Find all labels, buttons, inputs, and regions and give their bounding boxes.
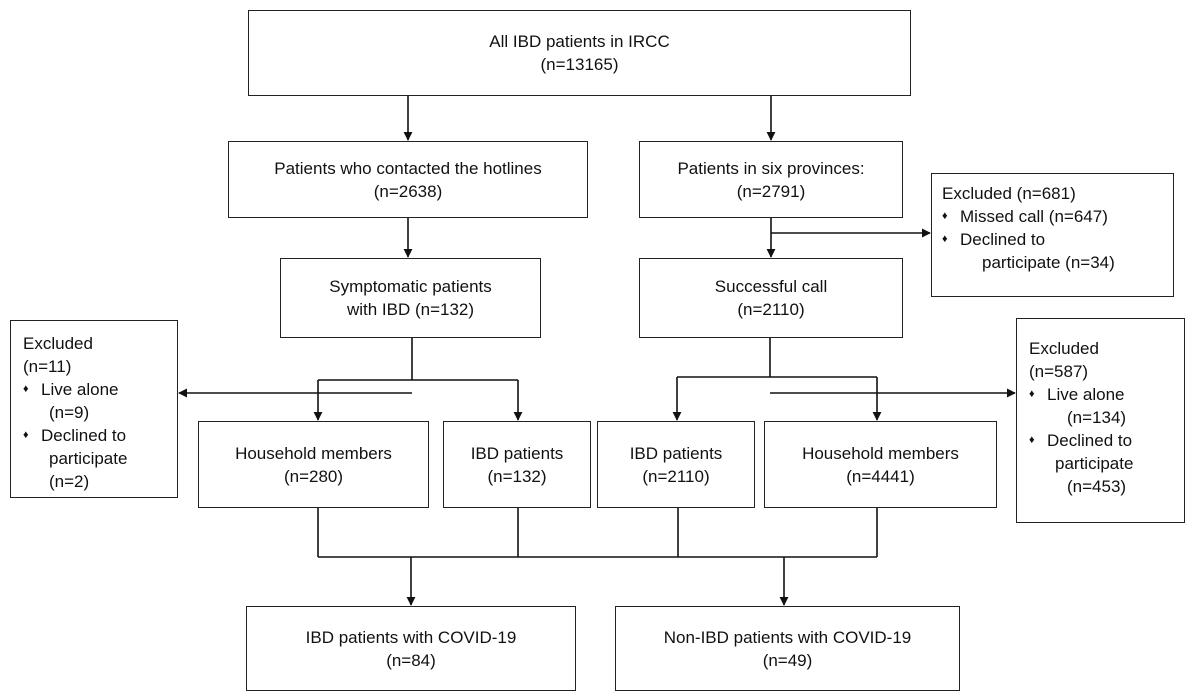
count: (n=2110) [737,300,805,319]
count: (n=4441) [846,466,915,486]
box-successful-call: Successful call (n=2110) [639,258,903,338]
excluded-declined-count: (n=453) [1067,477,1127,496]
label: Patients in six provinces: [677,158,865,178]
label: Household members [235,443,392,463]
label: IBD patients [470,443,564,463]
count: (n=2110) [642,466,710,486]
excluded-declined: Declined to [41,426,127,445]
excluded-declined-label: participate [1055,454,1134,473]
box-excluded-681: Excluded (n=681) ♦ Missed call (n=647) ♦… [931,173,1174,297]
bullet-icon: ♦ [942,233,948,245]
excluded-item: ♦ Declined to [1029,429,1172,452]
count: (n=132) [487,466,547,486]
label: with IBD (n=132) [346,300,475,319]
bullet-icon: ♦ [23,383,29,395]
excluded-title: Excluded [23,334,93,353]
count: (n=2638) [373,181,443,201]
box-ibd-patients-right: IBD patients (n=2110) [597,421,755,508]
box-hotline-patients: Patients who contacted the hotlines (n=2… [228,141,588,218]
excluded-declined-count: (n=2) [49,472,90,491]
excluded-declined-label: participate [49,449,128,468]
label: Successful call [714,277,828,296]
excluded-missed-call: Missed call (n=647) [960,207,1108,226]
bullet-icon: ♦ [23,429,29,441]
label: IBD patients with COVID-19 [305,627,517,647]
box-symptomatic-patients: Symptomatic patients with IBD (n=132) [280,258,541,338]
excluded-title: Excluded [1029,339,1099,358]
count: (n=13165) [540,55,619,74]
excluded-item: ♦ Declined to [942,228,1163,251]
bullet-icon: ♦ [942,210,948,222]
label: IBD patients [629,443,723,463]
excluded-declined: Declined to [960,230,1046,249]
excluded-declined-count: participate (n=34) [982,253,1115,272]
box-all-ibd-patients: All IBD patients in IRCC (n=13165) [248,10,911,96]
excluded-item: ♦ Live alone [23,378,165,401]
box-six-provinces: Patients in six provinces: (n=2791) [639,141,903,218]
excluded-count: (n=11) [23,357,72,376]
box-non-ibd-with-covid: Non-IBD patients with COVID-19 (n=49) [615,606,960,691]
box-ibd-patients-left: IBD patients (n=132) [443,421,591,508]
box-household-members-left: Household members (n=280) [198,421,429,508]
excluded-item: ♦ Declined to [23,424,165,447]
box-ibd-with-covid: IBD patients with COVID-19 (n=84) [246,606,576,691]
box-excluded-11: Excluded (n=11) ♦ Live alone (n=9) ♦ Dec… [10,320,178,498]
box-excluded-587: Excluded (n=587) ♦ Live alone (n=134) ♦ … [1016,318,1185,523]
excluded-live-alone-count: (n=9) [49,403,90,422]
label: Non-IBD patients with COVID-19 [663,627,912,647]
count: (n=2791) [736,181,806,201]
excluded-count: (n=587) [1029,362,1089,381]
excluded-declined: Declined to [1047,431,1133,450]
bullet-icon: ♦ [1029,388,1035,400]
excluded-title: Excluded (n=681) [942,184,1076,203]
excluded-item: ♦ Live alone [1029,383,1172,406]
label: Household members [802,443,959,463]
bullet-icon: ♦ [1029,434,1035,446]
label: All IBD patients in IRCC [489,32,670,51]
excluded-live-alone: Live alone [1047,385,1125,404]
excluded-item: ♦ Missed call (n=647) [942,205,1163,228]
label: Patients who contacted the hotlines [274,158,542,178]
excluded-live-alone: Live alone [41,380,119,399]
label: Symptomatic patients [329,277,492,296]
count: (n=49) [762,650,813,670]
excluded-live-alone-count: (n=134) [1067,408,1127,427]
count: (n=84) [386,650,436,670]
count: (n=280) [283,466,344,486]
box-household-members-right: Household members (n=4441) [764,421,997,508]
